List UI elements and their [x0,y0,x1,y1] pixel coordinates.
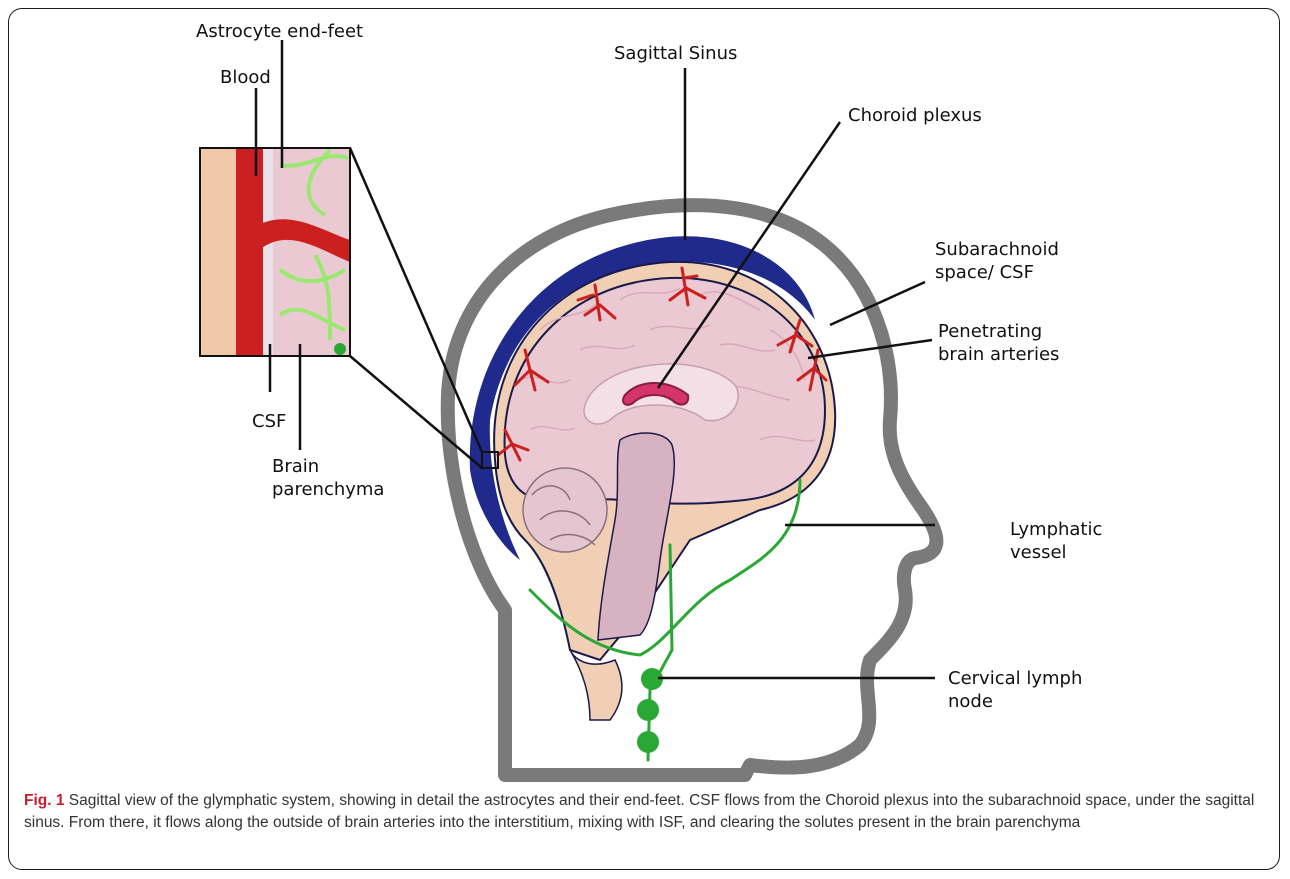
caption-text: Sagittal view of the glymphatic system, … [24,792,1254,831]
label-penetrating-arteries: Penetrating brain arteries [938,320,1059,367]
label-blood: Blood [220,66,271,89]
lymph-nodes [637,668,663,753]
label-astrocyte-endfeet: Astrocyte end-feet [196,20,363,43]
figure-caption: Fig. 1 Sagittal view of the glymphatic s… [24,790,1269,835]
spinal-cord [570,650,622,720]
label-choroid-plexus: Choroid plexus [848,104,982,127]
cerebellum [523,468,607,552]
zoom-connector-top [350,148,482,452]
label-cervical-lymph-node: Cervical lymph node [948,667,1082,714]
zoom-connector-bottom [350,356,482,468]
label-sagittal-sinus: Sagittal Sinus [614,42,737,65]
label-subarachnoid-space: Subarachnoid space/ CSF [935,238,1059,285]
label-csf: CSF [252,410,286,433]
label-lymphatic-vessel: Lymphatic vessel [1010,518,1102,565]
inset-detail [200,148,350,356]
caption-fig-label: Fig. 1 [24,792,64,809]
label-brain-parenchyma: Brain parenchyma [272,455,384,502]
